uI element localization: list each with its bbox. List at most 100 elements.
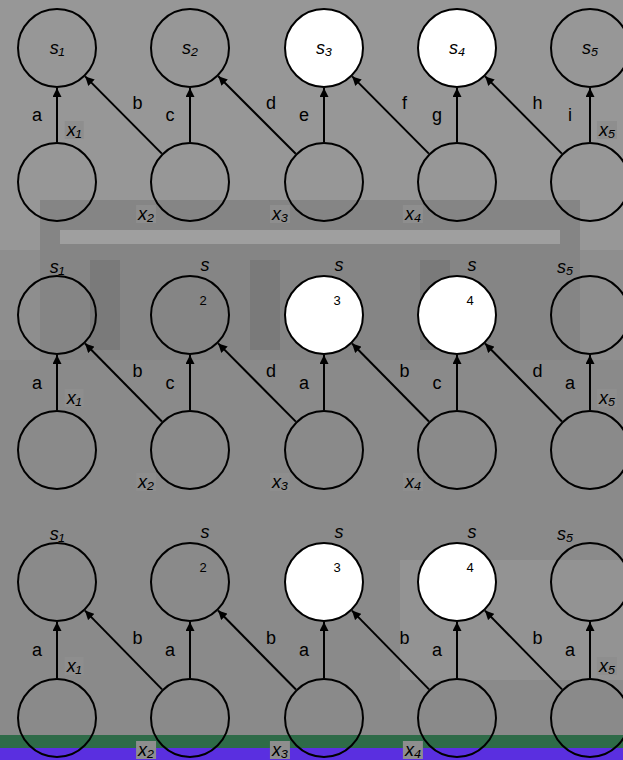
state-node: s3 — [284, 275, 364, 355]
observation-label: x₄ — [403, 473, 423, 491]
observation-node: x₁ — [17, 678, 97, 758]
parameter-label: b — [131, 94, 143, 112]
dependency-arrow — [323, 355, 325, 410]
parameter-label: a — [298, 641, 310, 659]
dependency-arrow — [189, 355, 191, 410]
state-label: s₅ — [557, 258, 573, 276]
parameter-label: a — [298, 374, 310, 392]
state-label: s₄ — [449, 39, 465, 57]
observation-node: x₄ — [417, 410, 497, 490]
state-label: s₅ — [582, 39, 598, 57]
footer-purple-bar — [0, 748, 623, 760]
state-node: s4 — [417, 275, 497, 355]
state-label: 3 — [333, 294, 340, 307]
dependency-arrow — [189, 88, 191, 142]
observation-node: x₂ — [150, 410, 230, 490]
state-node: s₂ — [150, 8, 230, 88]
observation-node: x₅ — [550, 410, 623, 490]
state-label: s₁ — [50, 525, 65, 543]
footer-green-bar — [0, 735, 623, 748]
dependency-arrow — [352, 343, 429, 421]
parameter-label: a — [431, 641, 443, 659]
state-node: s4 — [417, 542, 497, 622]
observation-label: x₁ — [65, 121, 84, 139]
state-label: s — [201, 523, 210, 541]
state-label: s — [468, 256, 477, 274]
state-label: 2 — [199, 561, 206, 574]
dependency-arrow — [485, 611, 562, 690]
state-node: s₁ — [17, 8, 97, 88]
dependency-arrow — [218, 610, 296, 689]
parameter-label: a — [164, 641, 176, 659]
state-label: 4 — [466, 561, 473, 574]
photo-roofline — [60, 230, 560, 244]
state-label: s — [335, 523, 344, 541]
observation-label: x₂ — [136, 473, 156, 491]
observation-label: x₁ — [65, 389, 84, 407]
photo-building — [40, 200, 580, 360]
observation-node: x₁ — [17, 142, 97, 222]
dependency-arrow — [218, 343, 296, 421]
observation-node: x₅ — [550, 678, 623, 758]
dependency-arrow — [218, 76, 295, 153]
parameter-label: e — [298, 106, 310, 124]
state-node: s2 — [150, 275, 230, 355]
parameter-label: f — [401, 94, 408, 112]
state-node: s₅ — [550, 542, 623, 622]
dependency-arrow — [189, 622, 191, 678]
parameter-label: b — [131, 629, 143, 647]
dependency-arrow — [589, 355, 591, 410]
parameter-label: d — [265, 362, 277, 380]
state-label: s₁ — [50, 39, 65, 57]
state-node: s3 — [284, 542, 364, 622]
observation-label: x₂ — [136, 741, 156, 759]
parameter-label: h — [531, 94, 543, 112]
state-label: s₂ — [182, 39, 198, 57]
dependency-arrow — [56, 88, 58, 142]
dependency-arrow — [485, 343, 562, 421]
observation-label: x₃ — [270, 741, 290, 759]
dependency-arrow — [352, 611, 429, 690]
parameter-label: b — [265, 629, 277, 647]
observation-label: x₄ — [403, 205, 423, 223]
parameter-label: c — [165, 374, 176, 392]
dependency-arrow — [456, 355, 458, 410]
parameter-label: c — [165, 106, 176, 124]
parameter-label: a — [31, 641, 43, 659]
observation-label: x₃ — [270, 205, 290, 223]
parameter-label: i — [567, 106, 573, 124]
state-node: s2 — [150, 542, 230, 622]
observation-label: x₂ — [136, 205, 156, 223]
observation-label: x₁ — [65, 657, 84, 675]
observation-node: x₁ — [17, 410, 97, 490]
photo-pillar — [250, 260, 280, 350]
observation-node: x₂ — [150, 678, 230, 758]
parameter-label: a — [31, 106, 43, 124]
state-label: s — [201, 256, 210, 274]
parameter-label: b — [398, 362, 410, 380]
state-node: s₄ — [417, 8, 497, 88]
state-node: s₃ — [284, 8, 364, 88]
parameter-label: a — [564, 641, 576, 659]
dependency-arrow — [85, 343, 162, 421]
parameter-label: g — [431, 106, 443, 124]
dependency-arrow — [85, 611, 162, 690]
dependency-arrow — [323, 622, 325, 678]
parameter-label: b — [531, 629, 543, 647]
parameter-label: a — [564, 374, 576, 392]
state-node: s₅ — [550, 275, 623, 355]
state-node: s₁ — [17, 542, 97, 622]
observation-label: x₅ — [597, 121, 617, 139]
state-label: 3 — [333, 561, 340, 574]
state-node: s₅ — [550, 8, 623, 88]
dependency-arrow — [352, 76, 429, 153]
parameter-label: d — [265, 94, 277, 112]
observation-node: x₅ — [550, 142, 623, 222]
dependency-arrow — [589, 88, 591, 142]
observation-node: x₃ — [284, 678, 364, 758]
parameter-label: a — [31, 374, 43, 392]
